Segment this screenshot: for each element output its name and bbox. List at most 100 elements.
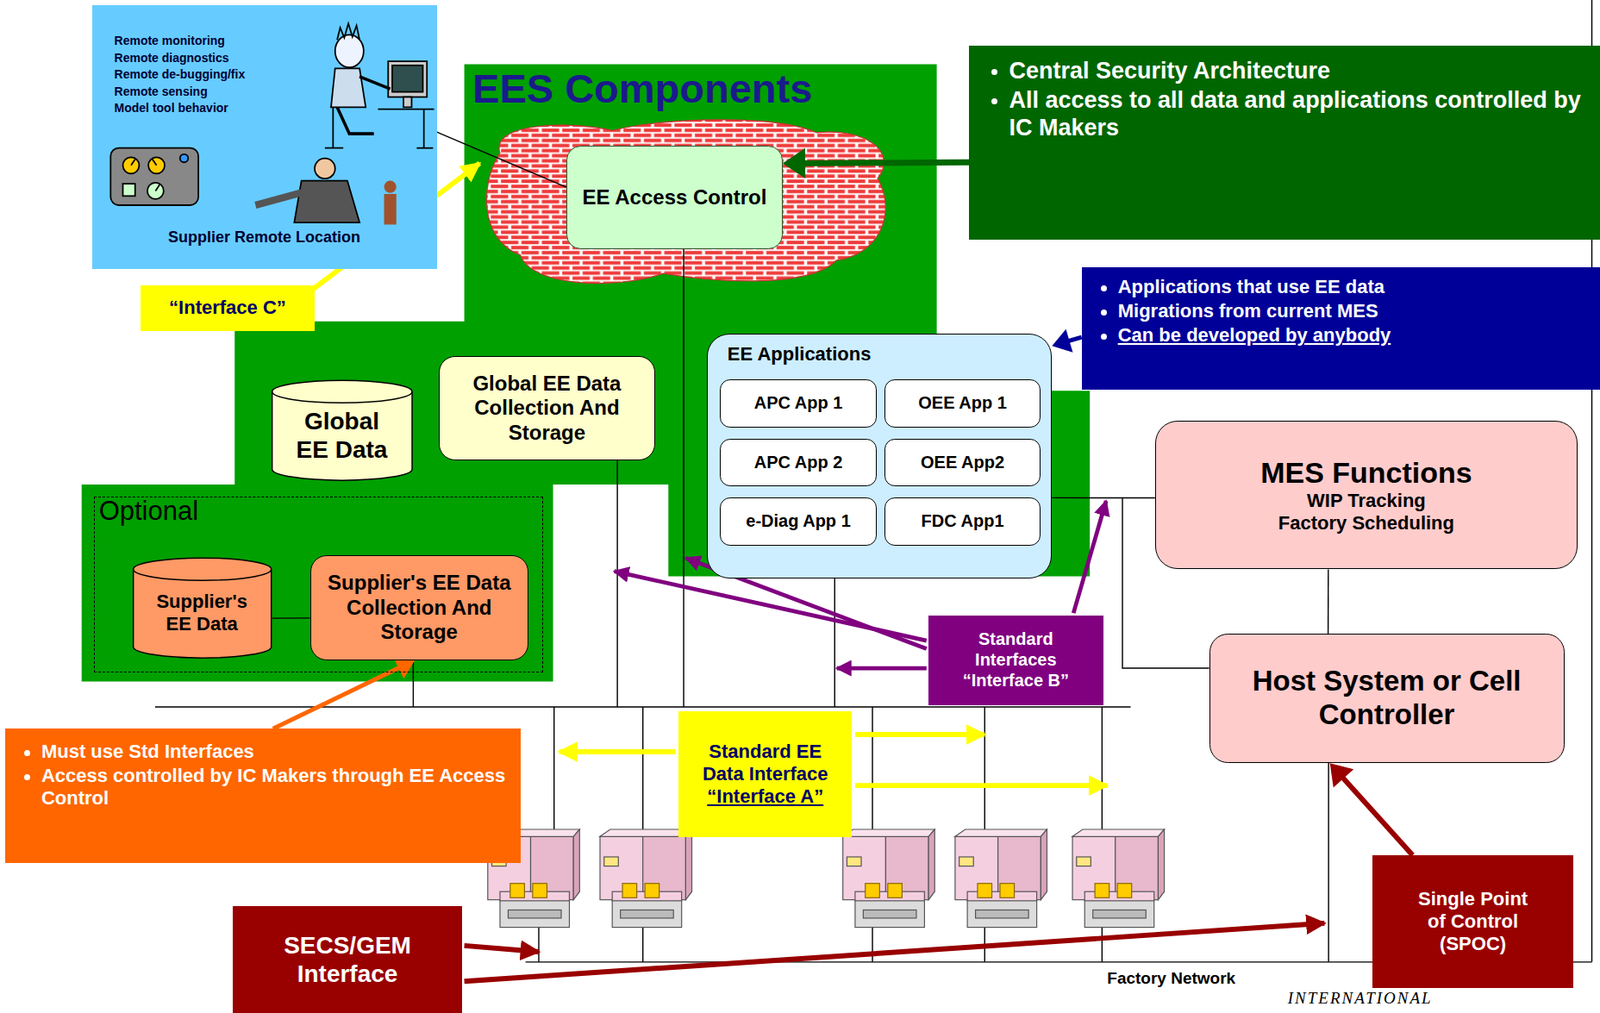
connector — [1327, 568, 1329, 634]
node-text: WIP Tracking Factory Scheduling — [1275, 489, 1458, 535]
wire-part — [871, 706, 873, 832]
node-text: Model tool behavior — [114, 100, 299, 116]
node-text: Standard Interfaces — [937, 629, 1094, 670]
remote-support-illustration-part-part — [179, 154, 188, 163]
callout-box: Central Security ArchitectureAll access … — [968, 45, 1600, 240]
node-text: SECS/GEM Interface — [241, 931, 454, 988]
node-text: Supplier Remote Location — [93, 228, 435, 247]
remote-support-illustration-part — [110, 23, 434, 225]
callout-box: Applications that use EE dataMigrations … — [1081, 267, 1600, 390]
wire-part — [616, 460, 618, 707]
firewall-cloud-part — [486, 119, 886, 284]
cylinder-body — [271, 380, 412, 481]
interface-arrow-part — [1073, 500, 1107, 613]
arrow-head — [393, 656, 415, 679]
cylinder-rim — [132, 568, 271, 581]
connector — [272, 617, 311, 619]
remote-support-illustration-part-part — [330, 68, 365, 107]
node-text: Access controlled by IC Makers through E… — [18, 764, 507, 810]
remote-support-illustration-part-part — [392, 65, 424, 93]
node-text: Central Security Architecture — [986, 57, 1331, 86]
remote-support-illustration-part-part — [122, 183, 135, 196]
connector-line — [1340, 775, 1413, 856]
wire-part — [682, 249, 684, 707]
wire-part — [642, 923, 644, 963]
connector-line — [800, 162, 970, 163]
remote-support-illustration-part-part — [383, 180, 396, 193]
remote-support-illustration-part-part — [151, 159, 157, 166]
collection-box: Global EE Data Collection And Storage — [438, 356, 656, 461]
interface-arrow-part — [464, 945, 539, 952]
process-tool-part — [955, 829, 1048, 928]
interface-label: Single Point of Control (SPOC) — [1372, 855, 1574, 988]
node-text: Single Point of Control (SPOC) — [1417, 887, 1530, 956]
interface-arrow-part — [855, 782, 1107, 788]
remote-support-illustration-part-part — [422, 109, 425, 149]
node-text: Global EE Data Collection And Storage — [448, 371, 646, 445]
node-text: EE Applications — [727, 343, 983, 366]
node-text: Remote diagnostics — [114, 50, 299, 66]
arrow-head — [782, 148, 806, 179]
connector-line — [437, 131, 567, 188]
ees-region: EES ComponentsEE Access ControlGlobal EE… — [81, 64, 1090, 682]
applications-group: EE ApplicationsAPC App 1 OEE App 1 APC App… — [706, 333, 1052, 579]
connector — [273, 656, 415, 729]
process-tool-part — [600, 829, 693, 928]
host-box: Host System or Cell Controller — [1209, 633, 1565, 763]
interface-label: SECS/GEM Interface — [232, 906, 463, 1013]
interface-label: Standard EE Data Interface“Interface A” — [678, 711, 852, 838]
app-box: OEE App 1 — [884, 379, 1041, 428]
process-tool — [487, 829, 1165, 928]
connector — [437, 131, 567, 188]
node-text: Supplier's EE Data Collection And Storag… — [319, 570, 519, 644]
node-text: Global EE Data — [287, 406, 396, 464]
remote-support-illustration-part-part — [130, 159, 135, 166]
interface-arrow-part — [855, 731, 985, 738]
wire-part — [984, 706, 986, 832]
remote-support-illustration-part-part — [110, 148, 199, 206]
wire-part — [642, 706, 644, 832]
remote-support-illustration-part-part — [359, 76, 391, 89]
app-box: APC App 2 — [719, 438, 876, 488]
text-label: Factory Network — [1106, 968, 1236, 988]
remote-support-illustration-part-part — [387, 61, 427, 97]
wire-part — [553, 706, 555, 832]
connector — [1051, 497, 1156, 499]
data-cylinder: Global EE Data — [270, 379, 414, 482]
node-text: APC App 1 — [754, 393, 844, 414]
node-text: Host System or Cell Controller — [1218, 664, 1556, 732]
node-text: Remote monitoring — [114, 33, 299, 49]
remote-support-illustration-part-part — [255, 192, 305, 206]
node-text: Remote de-bugging/fix — [114, 67, 299, 82]
wire-part — [984, 923, 986, 963]
collection-box: Supplier's EE Data Collection And Storag… — [310, 555, 529, 661]
remote-support-illustration-part-part — [155, 184, 160, 191]
remote-support-illustration-part-part — [314, 157, 336, 179]
node-text: “Interface A” — [706, 785, 824, 808]
app-box: OEE App2 — [884, 438, 1041, 488]
cylinder-rim — [271, 392, 412, 404]
firewall-cloud — [486, 119, 886, 284]
node-text: OEE App 1 — [918, 393, 1007, 414]
remote-support-illustration-part-part — [122, 156, 139, 174]
arrow-head — [1051, 329, 1073, 353]
wire-part — [1101, 923, 1103, 963]
node-text: APC App 2 — [754, 452, 844, 474]
remote-support-illustration-part-part — [337, 106, 375, 134]
remote-support-illustration-part-part — [403, 96, 412, 107]
node-text: FDC App1 — [921, 511, 1005, 532]
remote-support-illustration-part-part — [377, 108, 434, 111]
process-tool-part — [843, 829, 936, 928]
interface-arrow-part — [559, 749, 676, 755]
connector-line — [1051, 497, 1156, 500]
node-text: “Interface B” — [962, 670, 1069, 692]
node-text: Migrations from current MES — [1095, 300, 1379, 323]
node-text: All access to all data and applications … — [986, 87, 1583, 143]
connector-line — [1327, 568, 1330, 634]
remote-support-illustration-part-part — [148, 156, 165, 174]
data-cylinder: Supplier's EE Data — [131, 556, 273, 659]
connector — [1051, 329, 1082, 353]
text-label: INTERNATIONAL — [1287, 988, 1433, 1008]
mes-box: MES FunctionsWIP Tracking Factory Schedu… — [1155, 420, 1578, 570]
node-text: EES Components — [472, 64, 901, 113]
